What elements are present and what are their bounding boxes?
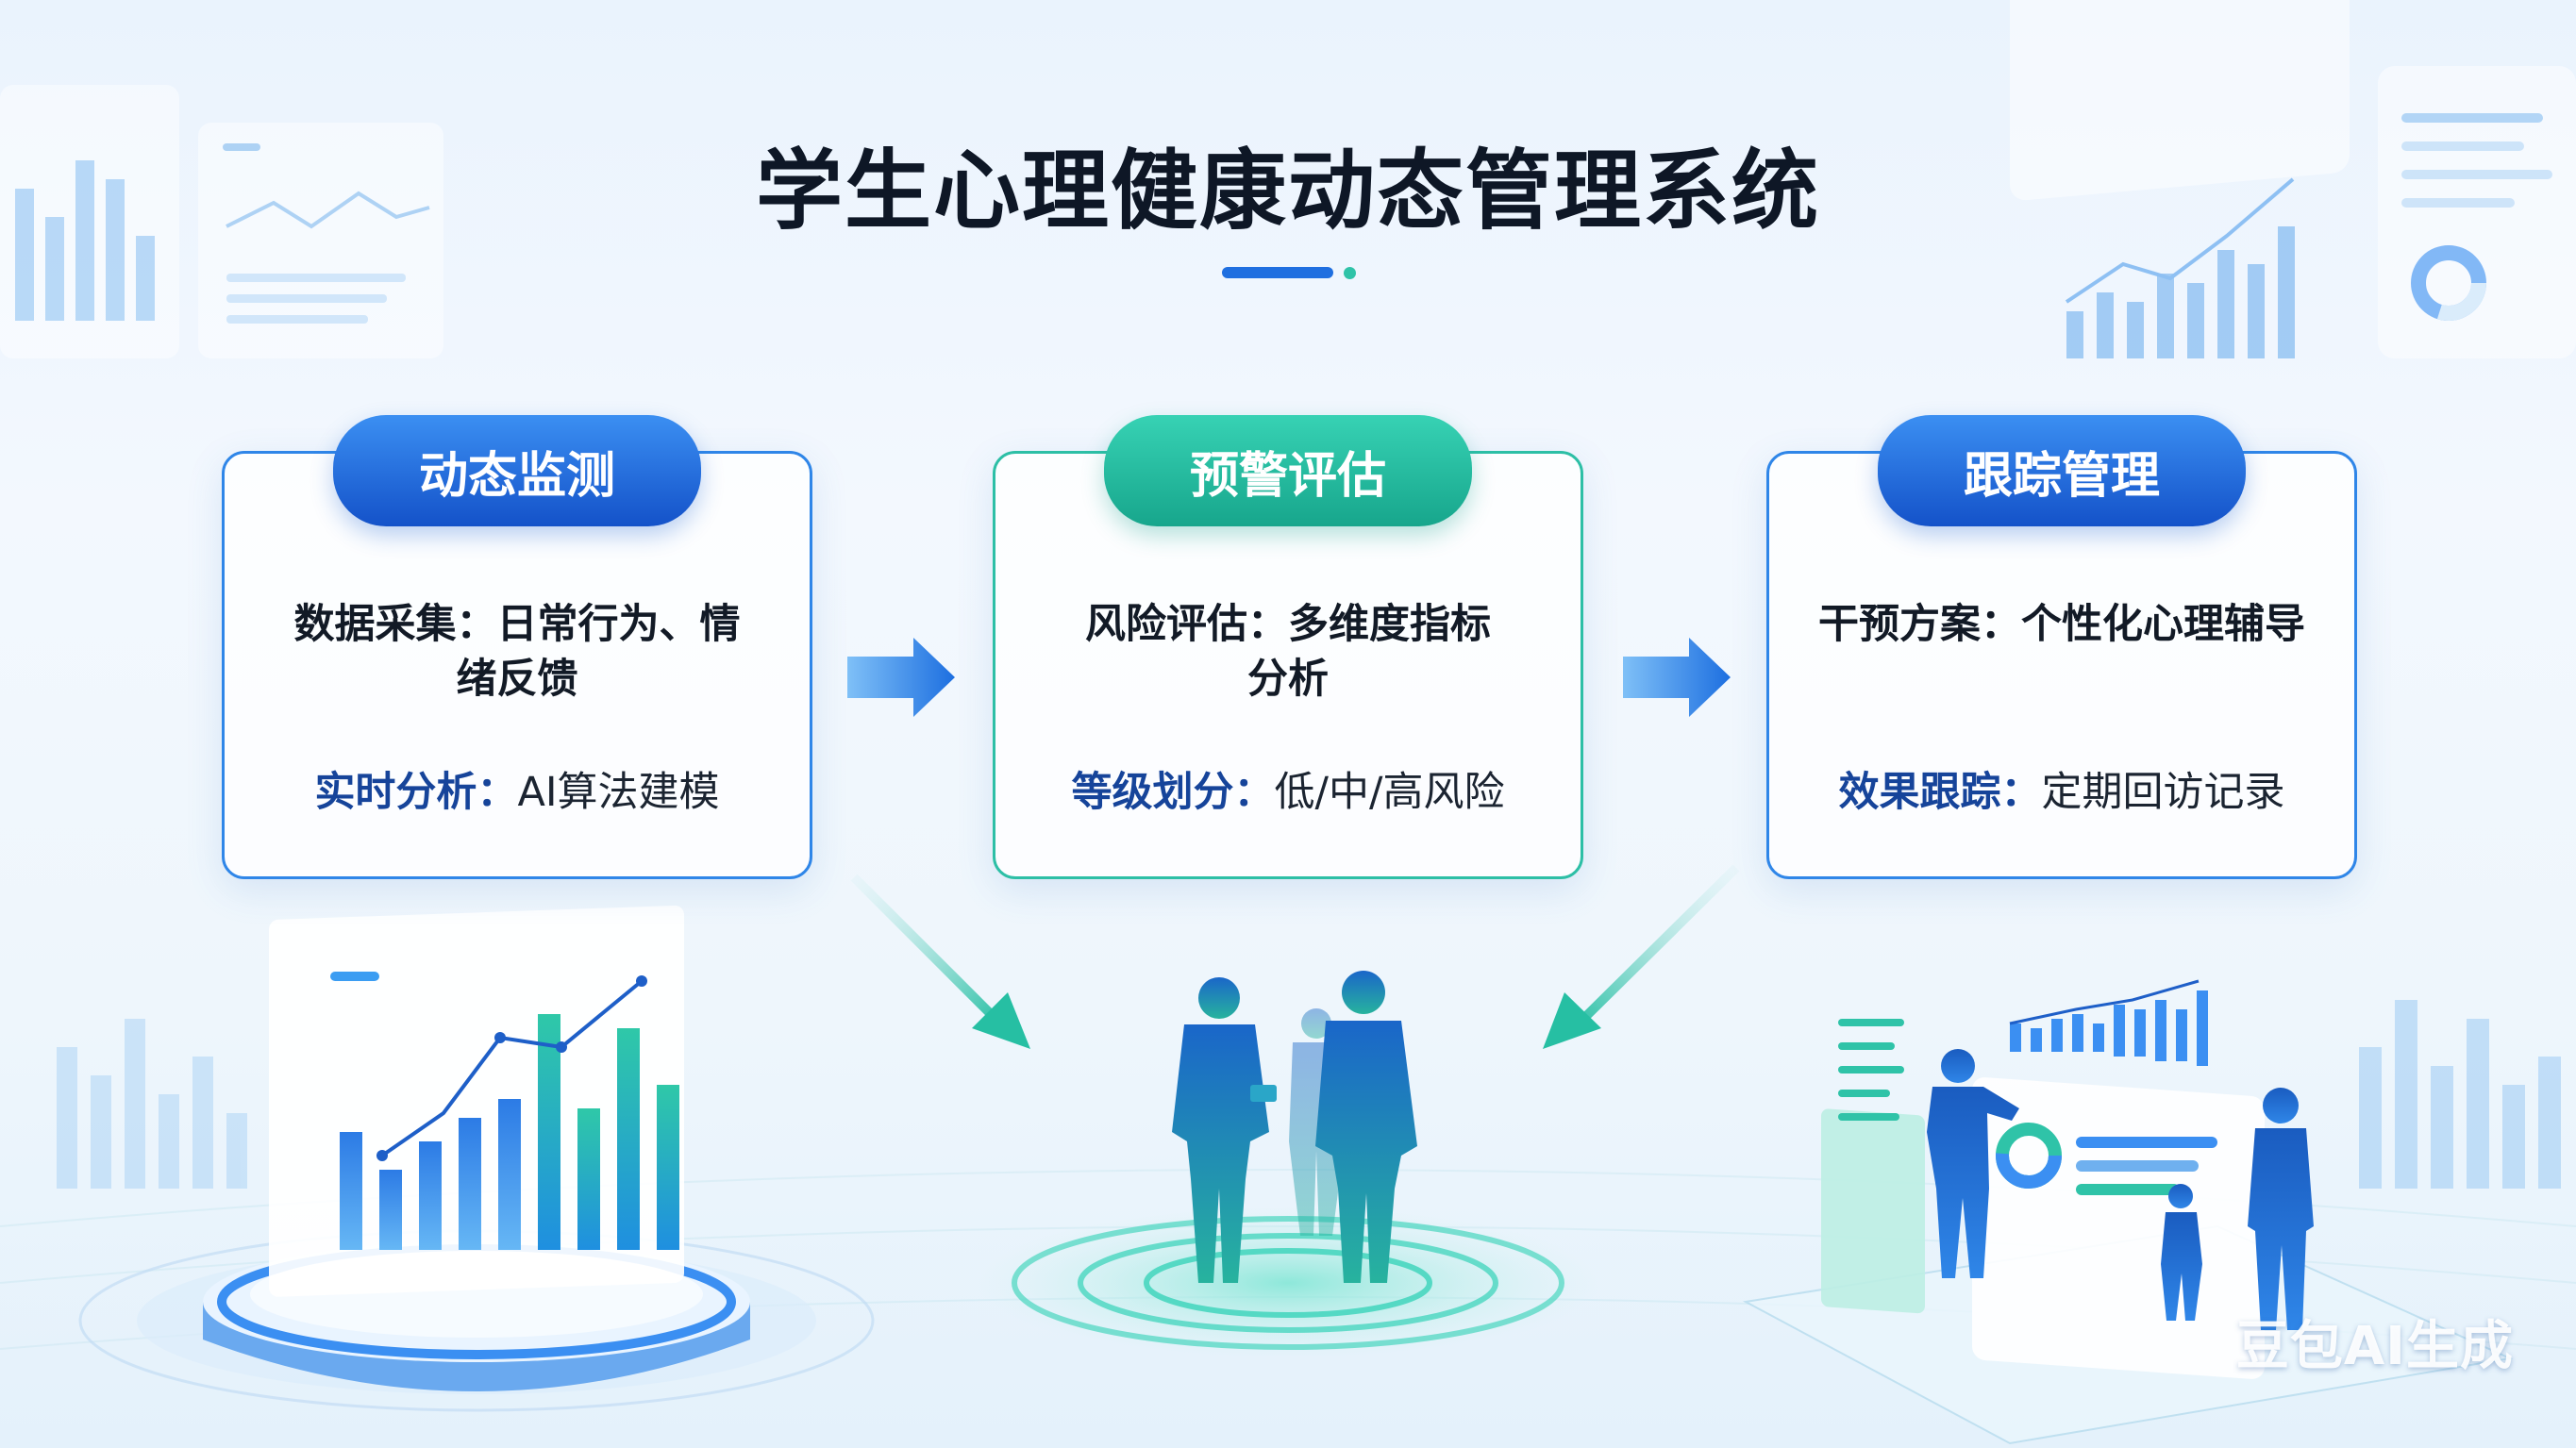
page-title: 学生心理健康动态管理系统 — [755, 141, 1820, 241]
stage-3-intervention-line-a: 干预方案：个性化心理辅导 — [1818, 601, 2305, 648]
arrow-diagonal-right — [1543, 864, 1740, 1049]
arrow-diagonal-left — [850, 874, 1030, 1049]
stage-2-risk-line-b: 分析 — [1247, 656, 1329, 703]
stage-1-collection-text: 数据采集：日常行为、情 绪反馈 — [222, 597, 812, 707]
arrow-right-1 — [847, 638, 955, 717]
ai-watermark: 豆包AI生成 — [2235, 1316, 2514, 1377]
stage-badge-monitoring: 动态监测 — [333, 415, 701, 526]
stage-1-analysis-value: AI算法建模 — [517, 769, 720, 816]
arrow-right-2 — [1623, 638, 1731, 717]
stage-1-analysis-text: 实时分析：AI算法建模 — [222, 759, 812, 818]
left-platform-chart — [78, 906, 875, 1412]
stage-2-risk-line-a: 风险评估：多维度指标 — [1085, 601, 1491, 648]
stage-1-analysis-label: 实时分析： — [314, 769, 518, 816]
stage-3-followup-text: 效果跟踪：定期回访记录 — [1766, 759, 2357, 818]
stage-1-collection-line-b: 绪反馈 — [456, 656, 578, 703]
center-people-group — [977, 971, 1599, 1358]
bg-dashboard-top-right — [2010, 0, 2576, 358]
title-underline-dot — [1344, 267, 1356, 279]
stage-3-followup-value: 定期回访记录 — [2041, 769, 2285, 816]
stage-2-level-value: 低/中/高风险 — [1274, 769, 1505, 816]
bg-bars-right — [2359, 1000, 2561, 1189]
bg-dashboard-top-left — [0, 85, 443, 358]
stage-2-risk-text: 风险评估：多维度指标 分析 — [993, 597, 1583, 707]
right-dashboard-people — [1742, 979, 2514, 1445]
stage-1-collection-line-a: 数据采集：日常行为、情 — [293, 601, 741, 648]
title-underline-bar — [1222, 267, 1333, 278]
stage-badge-tracking: 跟踪管理 — [1878, 415, 2246, 526]
stage-badge-warning: 预警评估 — [1104, 415, 1472, 526]
stage-2-level-text: 等级划分：低/中/高风险 — [993, 759, 1583, 818]
stage-3-intervention-text: 干预方案：个性化心理辅导 — [1766, 597, 2357, 652]
stage-3-followup-label: 效果跟踪： — [1838, 769, 2042, 816]
stage-2-level-label: 等级划分： — [1071, 769, 1275, 816]
bg-bars-left — [57, 1019, 247, 1189]
